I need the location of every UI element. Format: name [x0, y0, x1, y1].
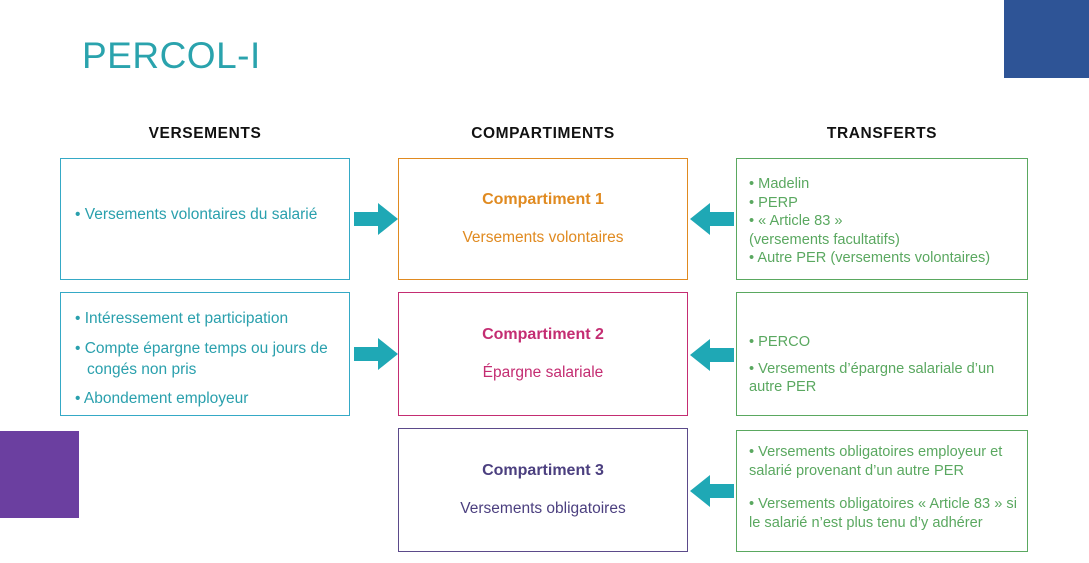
arrow-left-icon	[690, 472, 734, 510]
list-item: • Madelin	[749, 176, 810, 192]
transferts-box-2: • PERCO • Versements d’épargne salariale…	[736, 292, 1028, 416]
arrow-right-icon	[354, 200, 398, 238]
versements-box-1: • Versements volontaires du salarié	[60, 158, 350, 280]
compartiment-subtitle: Épargne salariale	[482, 364, 604, 381]
arrow-left-icon	[690, 200, 734, 238]
compartiment-title: Compartiment 3	[482, 462, 604, 479]
compartiment-box-1-content: Compartiment 1 Versements volontaires	[399, 191, 687, 247]
column-header-transferts: TRANSFERTS	[826, 125, 938, 142]
versements-box-2-content: • Intéressement et participation • Compt…	[61, 309, 349, 410]
list-item: • Versements obligatoires employeur et s…	[749, 444, 1003, 479]
transferts-list-2: • PERCO • Versements d’épargne salariale…	[737, 333, 1027, 405]
list-item: • Autre PER (versements volontaires)	[749, 250, 991, 267]
list-item: • Intéressement et participation	[75, 310, 289, 327]
versements-list-2: • Intéressement et participation • Compt…	[75, 309, 335, 410]
transferts-list-3: • Versements obligatoires employeur et s…	[737, 443, 1027, 532]
list-item: • Versements d’épargne salariale d’un au…	[749, 360, 995, 396]
list-item: • Abondement employeur	[75, 390, 249, 408]
versements-box-2: • Intéressement et participation • Compt…	[60, 292, 350, 416]
list-item: (versements facultatifs)	[749, 231, 900, 248]
transferts-box-1: • Madelin • PERP • « Article 83 » (verse…	[736, 158, 1028, 280]
compartiment-box-2: Compartiment 2 Épargne salariale	[398, 292, 688, 416]
compartiment-box-2-content: Compartiment 2 Épargne salariale	[399, 326, 687, 382]
page-title: PERCOL-I	[82, 35, 261, 76]
list-item: • Versements volontaires du salarié	[75, 206, 318, 223]
column-header-compartiments: COMPARTIMENTS	[471, 125, 615, 142]
compartiment-title: Compartiment 1	[482, 191, 604, 208]
versements-box-1-content: • Versements volontaires du salarié	[61, 205, 349, 226]
list-item: • PERP	[749, 194, 798, 211]
arrow-left-icon	[690, 336, 734, 374]
compartiment-subtitle: Versements volontaires	[462, 229, 624, 246]
list-item: • « Article 83 »	[749, 213, 843, 230]
list-item: • Versements obligatoires « Article 83 »…	[749, 496, 1017, 531]
list-item: • Compte épargne temps ou jours de congé…	[75, 339, 328, 378]
decorative-block-bottom-left	[0, 431, 79, 518]
decorative-block-top-right	[1004, 0, 1089, 78]
list-item: • PERCO	[749, 334, 811, 350]
compartiment-box-1: Compartiment 1 Versements volontaires	[398, 158, 688, 280]
transferts-list-1: • Madelin • PERP • « Article 83 » (verse…	[737, 175, 1027, 268]
compartiment-subtitle: Versements obligatoires	[460, 500, 626, 517]
compartiment-box-3-content: Compartiment 3 Versements obligatoires	[399, 462, 687, 518]
compartiment-title: Compartiment 2	[482, 326, 604, 343]
column-header-versements: VERSEMENTS	[148, 125, 262, 142]
versements-list-1: • Versements volontaires du salarié	[75, 205, 335, 226]
transferts-box-3: • Versements obligatoires employeur et s…	[736, 430, 1028, 552]
arrow-right-icon	[354, 335, 398, 373]
compartiment-box-3: Compartiment 3 Versements obligatoires	[398, 428, 688, 552]
